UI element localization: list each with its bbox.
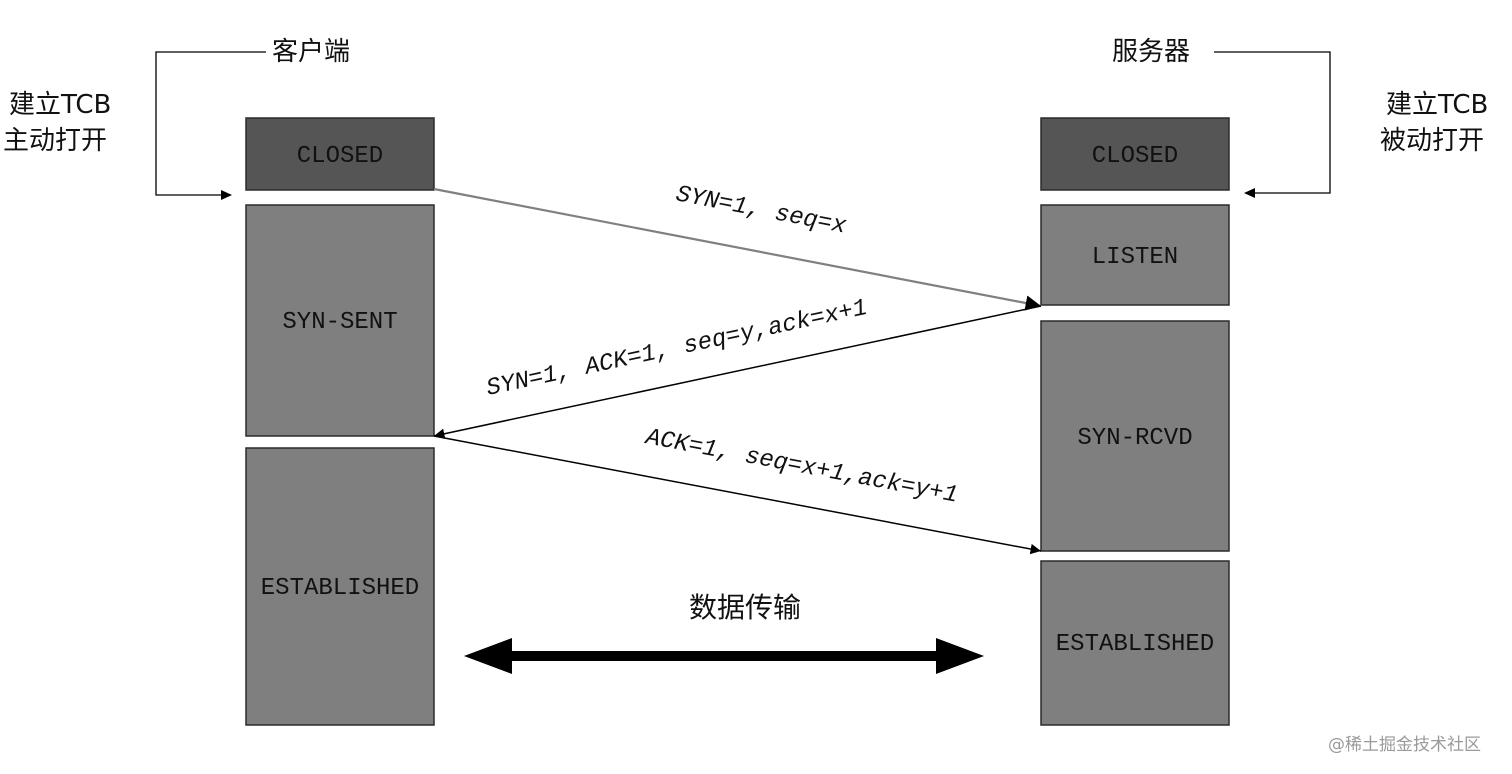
ack-arrow bbox=[433, 435, 1042, 555]
data-transfer-label: 数据传输 bbox=[689, 591, 801, 624]
watermark: @稀土掘金技术社区 bbox=[1328, 735, 1481, 755]
client-note-line1: 建立TCB bbox=[9, 90, 111, 120]
syn-label: SYN=1, seq=x bbox=[673, 181, 848, 240]
server-state-closed-label: CLOSED bbox=[1092, 143, 1178, 170]
ack-label: ACK=1, seq=x+1,ack=y+1 bbox=[642, 424, 960, 510]
server-state-listen: LISTEN bbox=[1040, 204, 1230, 306]
server-bracket bbox=[1214, 51, 1331, 194]
syn-ack-arrow bbox=[433, 305, 1042, 439]
server-state-syn-rcvd-label: SYN-RCVD bbox=[1077, 425, 1192, 452]
client-bracket-arrow bbox=[221, 190, 232, 200]
client-bracket bbox=[155, 51, 266, 196]
server-state-listen-label: LISTEN bbox=[1092, 244, 1178, 271]
data-transfer-double-arrow bbox=[464, 638, 984, 674]
client-note-line2: 主动打开 bbox=[3, 126, 107, 156]
server-state-established: ESTABLISHED bbox=[1040, 560, 1230, 726]
client-state-established-label: ESTABLISHED bbox=[261, 575, 419, 602]
server-bracket-arrow bbox=[1244, 188, 1255, 198]
server-state-syn-rcvd: SYN-RCVD bbox=[1040, 320, 1230, 552]
server-note-line1: 建立TCB bbox=[1386, 90, 1488, 120]
client-state-established: ESTABLISHED bbox=[245, 447, 435, 726]
syn-ack-label: SYN=1, ACK=1, seq=y,ack=x+1 bbox=[484, 295, 870, 403]
server-state-closed: CLOSED bbox=[1040, 117, 1230, 191]
server-title: 服务器 bbox=[1112, 37, 1190, 67]
syn-arrow bbox=[433, 187, 1042, 311]
client-state-syn-sent: SYN-SENT bbox=[245, 204, 435, 437]
client-state-syn-sent-label: SYN-SENT bbox=[282, 309, 397, 336]
client-state-closed: CLOSED bbox=[245, 117, 435, 191]
server-state-established-label: ESTABLISHED bbox=[1056, 631, 1214, 658]
client-title: 客户端 bbox=[272, 37, 350, 67]
server-note-line2: 被动打开 bbox=[1380, 126, 1484, 156]
client-state-closed-label: CLOSED bbox=[297, 143, 383, 170]
